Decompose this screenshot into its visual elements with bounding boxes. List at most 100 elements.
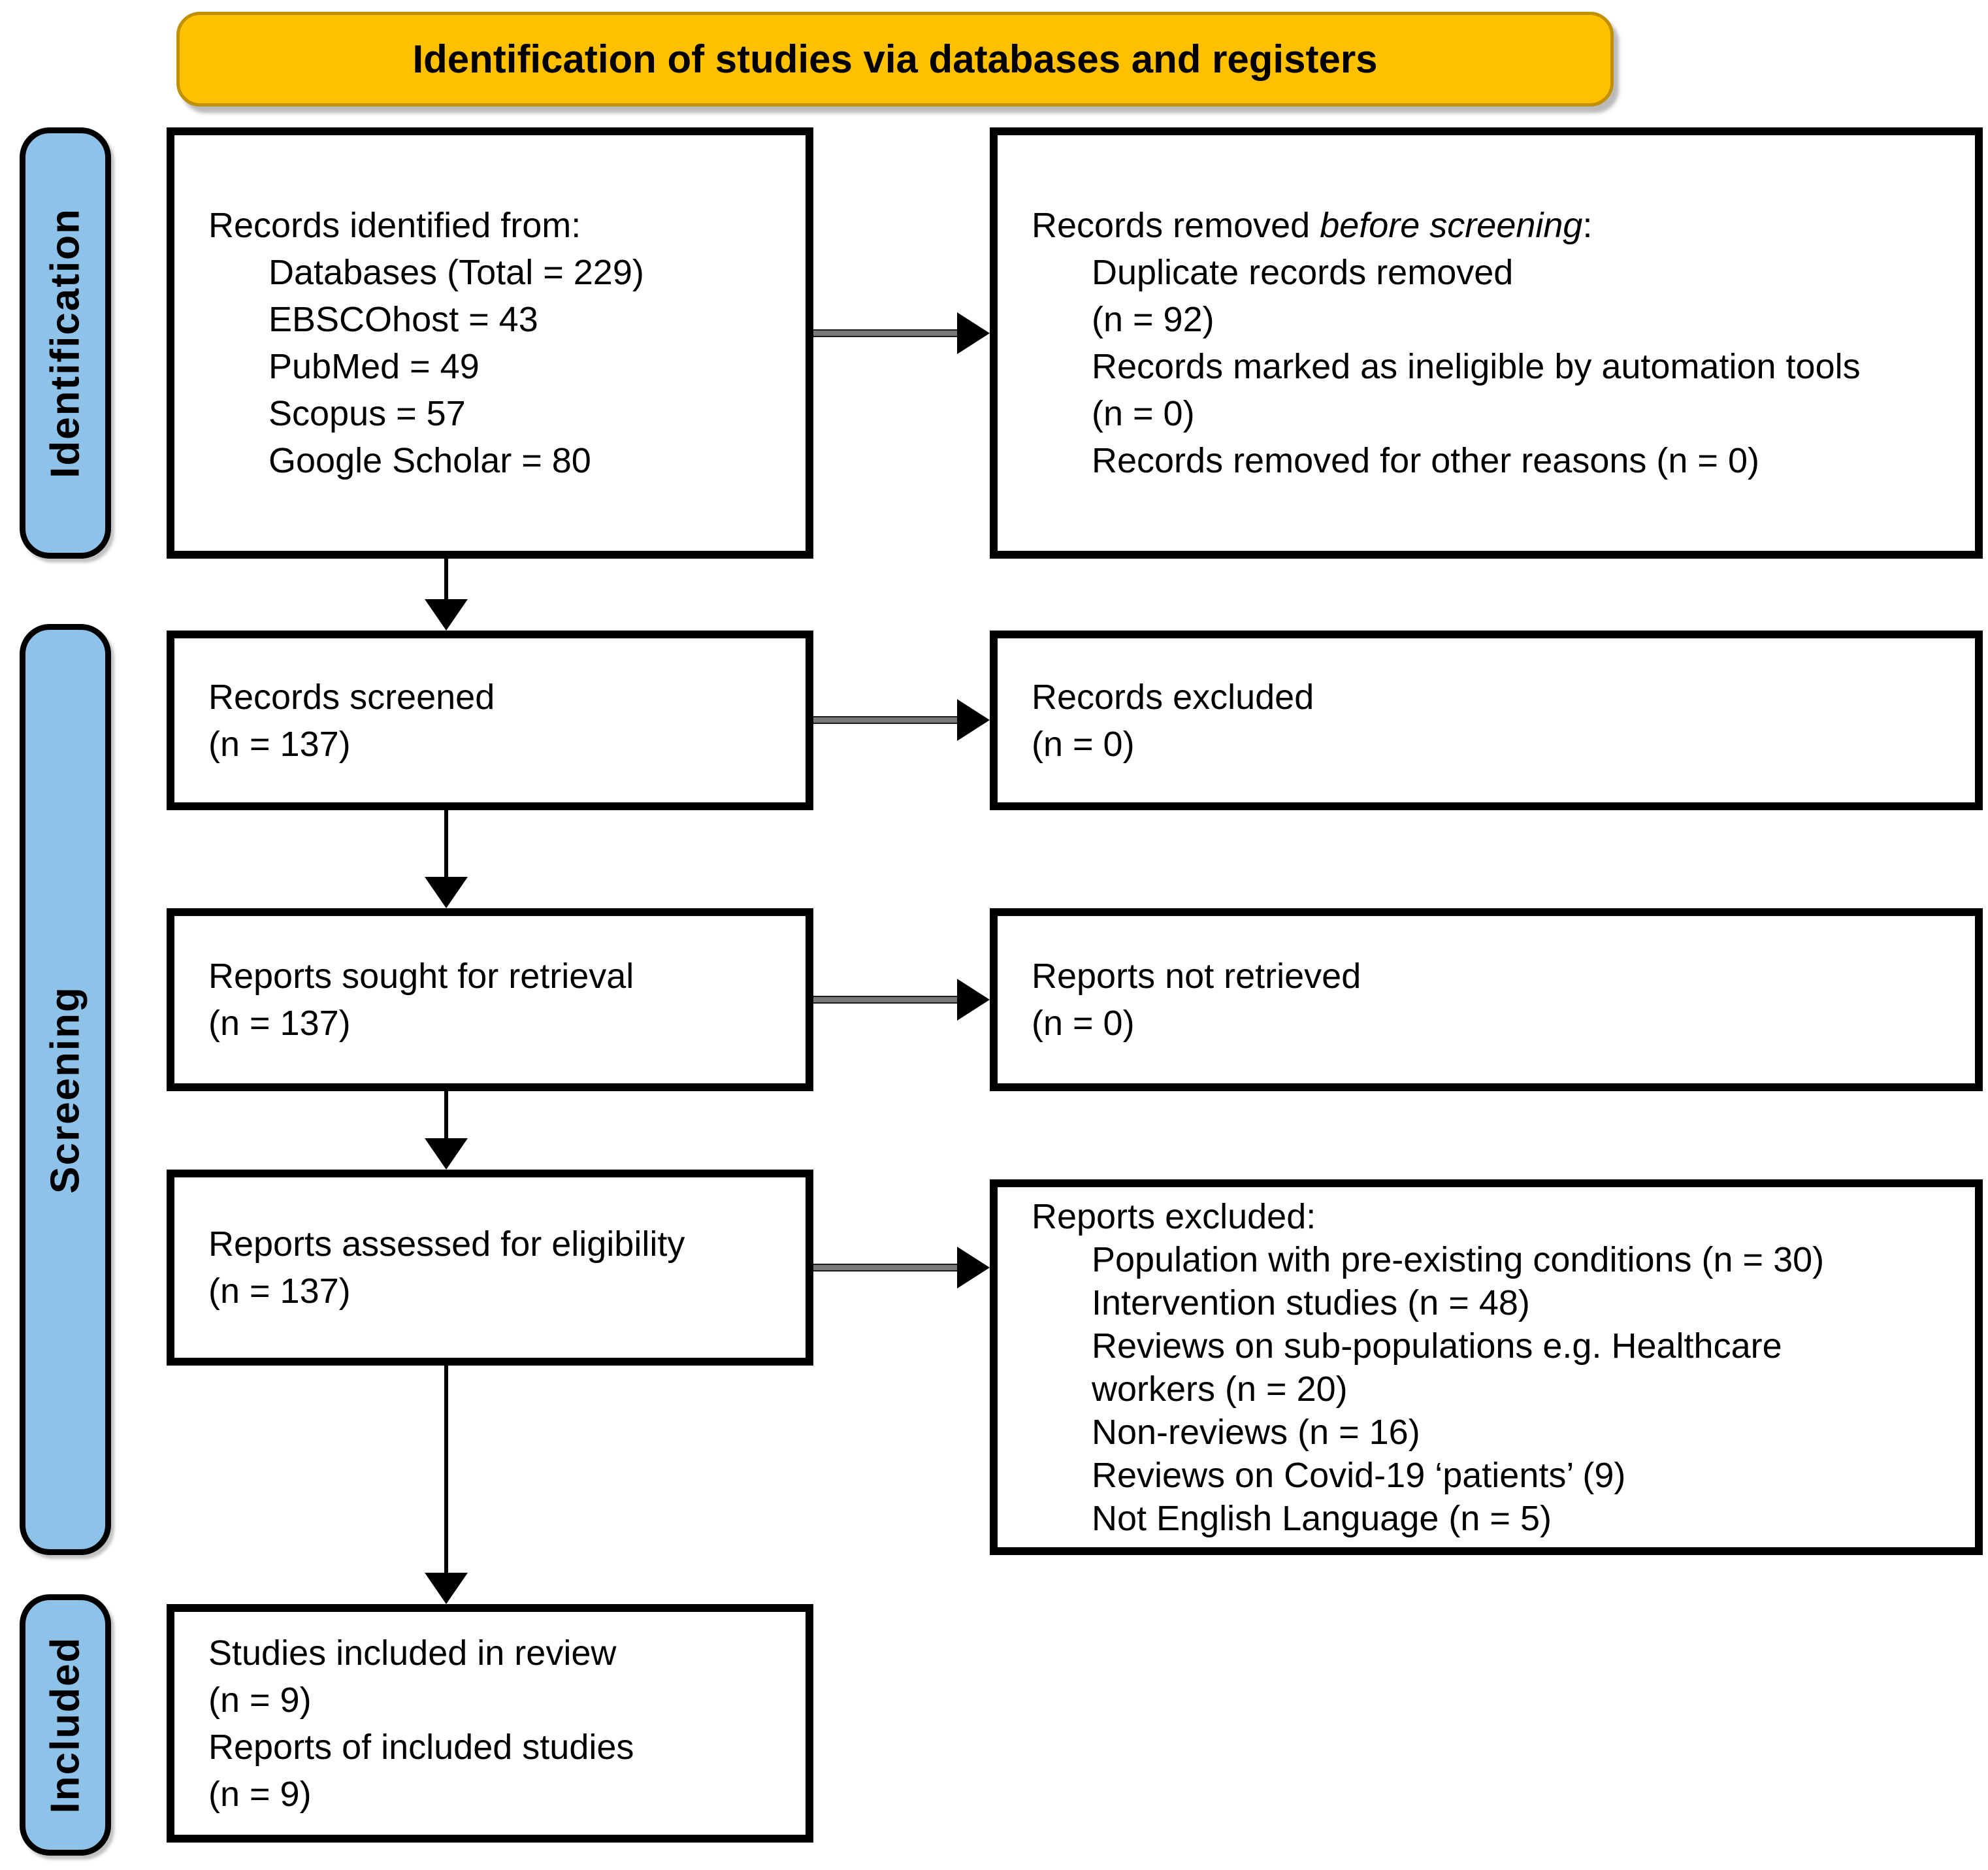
box-line-segment: workers (n = 20) [1092, 1369, 1348, 1409]
arrow-shaft [444, 559, 448, 602]
box-line: Scopus = 57 [208, 390, 789, 437]
box-line: Records excluded [1032, 674, 1958, 721]
box-line: (n = 0) [1032, 1000, 1958, 1047]
box-line: (n = 0) [1032, 390, 1958, 437]
box-line-segment: Population with pre-existing conditions … [1092, 1239, 1825, 1279]
box-line: Reports assessed for eligibility [208, 1221, 789, 1268]
arrow-head-down-icon [425, 599, 468, 631]
arrow-head-right-icon [957, 1247, 990, 1288]
arrow-shaft [813, 329, 960, 337]
box-line-segment: Records removed for other reasons (n = 0… [1092, 441, 1759, 480]
box-line-segment: (n = 0) [1092, 394, 1195, 433]
box-line: Reviews on Covid-19 ‘patients’ (9) [1032, 1454, 1958, 1497]
arrow-head-down-icon [425, 877, 468, 908]
box-line: Google Scholar = 80 [208, 437, 789, 484]
box-line-segment: (n = 9) [208, 1774, 312, 1814]
box-reports-assessed: Reports assessed for eligibility(n = 137… [167, 1170, 813, 1366]
box-line: workers (n = 20) [1032, 1368, 1958, 1411]
box-line-segment: (n = 0) [1032, 724, 1135, 764]
box-line-segment: Not English Language (n = 5) [1092, 1498, 1552, 1538]
arrow-identified-to-removed [813, 312, 990, 354]
box-line: Reviews on sub-populations e.g. Healthca… [1032, 1324, 1958, 1368]
box-line: Reports sought for retrieval [208, 953, 789, 1000]
box-line-segment: Reviews on sub-populations e.g. Healthca… [1092, 1326, 1782, 1366]
stage-label-identification: Identification [42, 208, 88, 478]
box-line-segment: Duplicate records removed [1092, 253, 1514, 292]
arrow-sought-to-assessed [425, 1091, 468, 1170]
arrow-screened-to-excluded [813, 699, 990, 741]
box-line-segment: Non-reviews (n = 16) [1092, 1412, 1420, 1452]
box-records-excluded: Records excluded (n = 0) [990, 631, 1983, 810]
box-line-segment: (n = 9) [208, 1680, 312, 1720]
arrow-identified-to-screened [425, 559, 468, 631]
box-line: Records removed before screening: [1032, 202, 1958, 249]
arrow-head-down-icon [425, 1573, 468, 1604]
arrow-shaft [444, 810, 448, 879]
box-line-segment: (n = 0) [1032, 1004, 1135, 1043]
box-line-segment: Records marked as ineligible by automati… [1092, 347, 1861, 386]
box-line-segment: (n = 92) [1092, 300, 1214, 339]
arrow-shaft [813, 996, 960, 1004]
box-line-segment: Scopus = 57 [269, 394, 466, 433]
box-line: Duplicate records removed [1032, 249, 1958, 296]
box-line-segment: Reports sought for retrieval [208, 957, 634, 996]
box-line-segment: Records removed [1032, 206, 1320, 245]
arrow-shaft [813, 716, 960, 724]
box-line: EBSCOhost = 43 [208, 296, 789, 343]
box-line-segment: Reports not retrieved [1032, 957, 1361, 996]
box-line: Records identified from: [208, 202, 789, 249]
box-reports-not-retrieved: Reports not retrieved (n = 0) [990, 908, 1983, 1091]
box-line: (n = 9) [208, 1677, 789, 1724]
box-line-segment: Intervention studies (n = 48) [1092, 1283, 1530, 1322]
arrow-screened-to-sought [425, 810, 468, 908]
arrow-shaft [444, 1091, 448, 1141]
stage-bar-included: Included [20, 1594, 111, 1856]
box-line-segment: Records identified from: [208, 206, 581, 245]
box-line: Not English Language (n = 5) [1032, 1497, 1958, 1540]
arrow-head-right-icon [957, 979, 990, 1021]
box-line-segment: Google Scholar = 80 [269, 441, 591, 480]
box-line-italic-segment: before screening [1320, 206, 1583, 245]
box-line-segment: (n = 137) [208, 1004, 351, 1043]
box-line-segment: Records excluded [1032, 677, 1314, 717]
box-line: Records marked as ineligible by automati… [1032, 343, 1958, 390]
box-line: (n = 92) [1032, 296, 1958, 343]
arrow-head-right-icon [957, 312, 990, 354]
box-reports-sought: Reports sought for retrieval (n = 137) [167, 908, 813, 1091]
arrow-shaft [444, 1366, 448, 1575]
box-line: Reports excluded: [1032, 1195, 1958, 1238]
box-line-segment: EBSCOhost = 43 [269, 300, 538, 339]
box-records-identified: Records identified from: Databases (Total… [167, 127, 813, 559]
box-line: (n = 137) [208, 1000, 789, 1047]
box-line: Non-reviews (n = 16) [1032, 1411, 1958, 1454]
stage-label-screening: Screening [42, 985, 88, 1194]
box-line: PubMed = 49 [208, 343, 789, 390]
box-line: Reports of included studies [208, 1724, 789, 1771]
box-line-segment: Reports of included studies [208, 1727, 634, 1767]
box-line: (n = 137) [208, 1268, 789, 1315]
diagram-title: Identification of studies via databases … [412, 37, 1378, 81]
box-line: (n = 0) [1032, 721, 1958, 768]
box-line: Intervention studies (n = 48) [1032, 1281, 1958, 1324]
stage-bar-screening: Screening [20, 624, 111, 1555]
box-line: Records removed for other reasons (n = 0… [1032, 437, 1958, 484]
box-line-segment: Reviews on Covid-19 ‘patients’ (9) [1092, 1455, 1626, 1495]
arrow-head-down-icon [425, 1138, 468, 1170]
box-line-segment: : [1582, 206, 1593, 245]
arrow-assessed-to-reports-excluded [813, 1247, 990, 1288]
box-records-removed: Records removed before screening: Duplica… [990, 127, 1983, 559]
stage-bar-identification: Identification [20, 127, 111, 559]
box-line: Reports not retrieved [1032, 953, 1958, 1000]
stage-label-included: Included [42, 1636, 88, 1814]
arrow-sought-to-not-retrieved [813, 979, 990, 1021]
box-line-segment: PubMed = 49 [269, 347, 480, 386]
box-studies-included: Studies included in review(n = 9)Reports… [167, 1604, 813, 1843]
box-line-segment: (n = 137) [208, 724, 351, 764]
box-records-screened: Records screened(n = 137) [167, 631, 813, 810]
title-banner: Identification of studies via databases … [176, 12, 1614, 107]
box-line: Population with pre-existing conditions … [1032, 1238, 1958, 1281]
box-line-segment: Reports assessed for eligibility [208, 1224, 685, 1264]
box-line-segment: Databases (Total = 229) [269, 253, 644, 292]
box-line: (n = 137) [208, 721, 789, 768]
